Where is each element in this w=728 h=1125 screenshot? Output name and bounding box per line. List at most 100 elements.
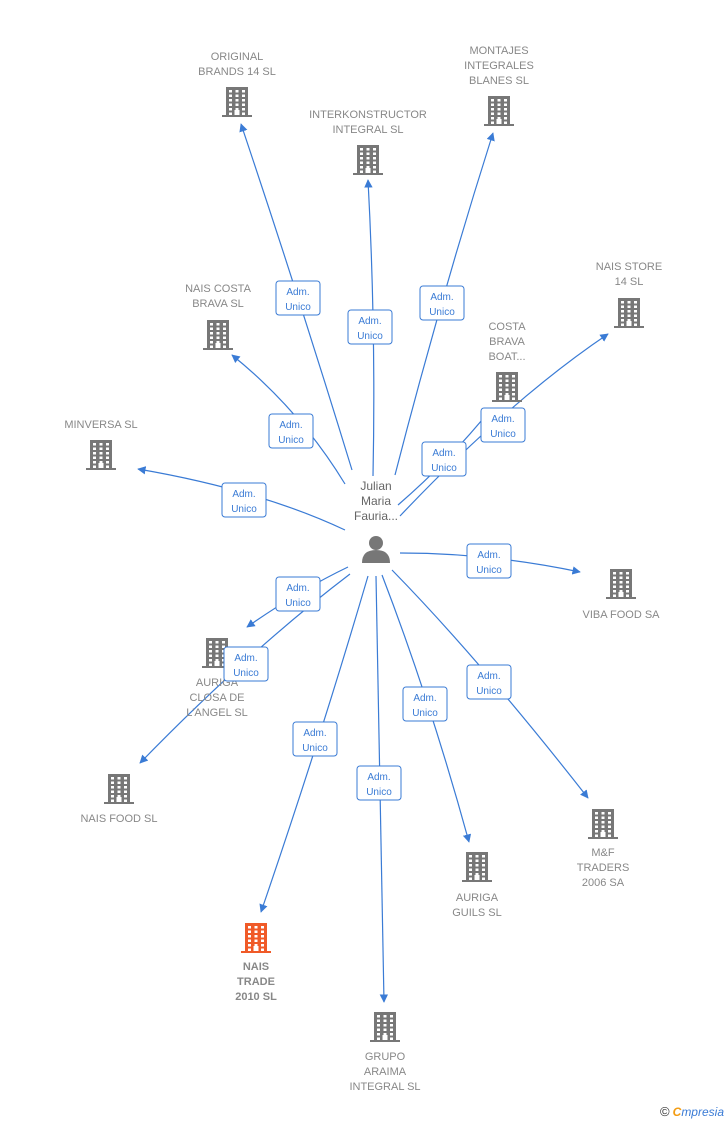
company-label-line: AURIGA <box>456 892 499 904</box>
company-label-line: M&F <box>591 847 615 859</box>
company-label-line: TRADE <box>237 976 275 988</box>
company-label-line: ARAIMA <box>364 1066 407 1078</box>
person-name-line: Julian <box>360 479 391 493</box>
copyright-symbol: © <box>660 1104 670 1119</box>
building-icon[interactable] <box>241 923 271 953</box>
role-label-costa-brava-boat[interactable]: Adm. Unico <box>421 441 467 477</box>
company-label-line: 2010 SL <box>235 991 277 1003</box>
role-text-line2: Unico <box>476 565 502 576</box>
building-icon[interactable] <box>484 96 514 126</box>
company-label-line: 14 SL <box>615 276 644 288</box>
role-text-line1: Adm. <box>358 316 381 327</box>
role-label-mf-traders-2006-sa[interactable]: Adm.Unico <box>466 664 512 700</box>
company-label: NAIS FOOD SL <box>80 813 157 825</box>
role-text-line1: Adm. <box>279 420 302 431</box>
company-node-auriga-guils-sl[interactable]: AURIGA GUILS SL <box>452 852 502 919</box>
company-label-line: BOAT... <box>488 351 525 363</box>
company-label-line: INTERKONSTRUCTOR <box>309 109 427 121</box>
company-label-line: ORIGINAL <box>211 51 264 63</box>
company-node-costa-brava-boat[interactable]: COSTA BRAVA BOAT... <box>488 321 526 402</box>
building-icon[interactable] <box>222 87 252 117</box>
role-text-line2: Unico <box>302 743 328 754</box>
company-label-line: NAIS FOOD SL <box>80 813 157 825</box>
role-label-grupo-araima-integral-sl[interactable]: Adm.Unico <box>356 765 402 801</box>
company-node-nais-trade-2010-sl[interactable]: NAIS TRADE 2010 SL <box>235 923 277 1003</box>
role-label-montajes-integrales-blanes-sl[interactable]: Adm. Unico <box>419 285 465 321</box>
role-label-nais-store-14-sl[interactable]: Adm.Unico <box>480 407 526 443</box>
role-text-line2: Unico <box>412 708 438 719</box>
role-label-nais-food-sl[interactable]: Adm.Unico <box>223 646 269 682</box>
company-label: AURIGA GUILS SL <box>452 892 502 919</box>
role-label-nais-trade-2010-sl[interactable]: Adm. Unico <box>292 721 338 757</box>
role-label-minversa-sl[interactable]: Adm.Unico <box>221 482 267 518</box>
company-label-line: NAIS COSTA <box>185 283 251 295</box>
building-icon[interactable] <box>353 145 383 175</box>
building-icon[interactable] <box>606 569 636 599</box>
building-icon[interactable] <box>462 852 492 882</box>
role-text-line1: Adm. <box>491 414 514 425</box>
person-name-line: Fauria... <box>354 509 398 523</box>
role-text-line2: Unico <box>231 504 257 515</box>
role-text-line1: Adm. <box>477 550 500 561</box>
role-text-line2: Unico <box>429 307 455 318</box>
role-text-line2: Unico <box>357 331 383 342</box>
company-label-line: GUILS SL <box>452 907 502 919</box>
building-icon[interactable] <box>86 440 116 470</box>
company-label-line: TRADERS <box>577 862 630 874</box>
person-icon[interactable] <box>362 536 390 563</box>
role-label-auriga-guils-sl[interactable]: Adm. Unico <box>402 686 448 722</box>
brand-logo-initial: C <box>672 1104 682 1119</box>
company-label-line: NAIS STORE <box>596 261 662 273</box>
company-node-original-brands-14-sl[interactable]: ORIGINAL BRANDS 14 SL <box>198 51 276 117</box>
building-icon[interactable] <box>370 1012 400 1042</box>
building-icon[interactable] <box>202 638 232 668</box>
building-icon[interactable] <box>588 809 618 839</box>
role-text-line2: Unico <box>431 463 457 474</box>
brand-name: mpresia <box>681 1104 724 1119</box>
company-label-line: CLOSA DE <box>189 692 244 704</box>
role-label-auriga-closa-de-langel-sl[interactable]: Adm.Unico <box>275 576 321 612</box>
role-text-line2: Unico <box>285 598 311 609</box>
role-label-viba-food-sa[interactable]: Adm. Unico <box>466 543 512 579</box>
role-label-nais-costa-brava-sl[interactable]: Adm.Unico <box>268 413 314 449</box>
building-icon[interactable] <box>614 298 644 328</box>
role-text-line1: Adm. <box>430 292 453 303</box>
company-node-viba-food-sa[interactable]: VIBA FOOD SA <box>582 569 660 621</box>
role-label-interkonstructor-integral-sl[interactable]: Adm. Unico <box>347 309 393 345</box>
company-label-line: VIBA FOOD SA <box>582 609 660 621</box>
building-icon[interactable] <box>104 774 134 804</box>
company-label-line: COSTA <box>488 321 526 333</box>
company-node-nais-store-14-sl[interactable]: NAIS STORE 14 SL <box>596 261 662 328</box>
role-text-line1: Adm. <box>432 448 455 459</box>
company-label-line: MINVERSA SL <box>64 419 137 431</box>
footer-brand[interactable]: © Cmpresia <box>660 1104 724 1119</box>
company-label-line: BRANDS 14 SL <box>198 66 276 78</box>
company-label-line: BRAVA <box>489 336 525 348</box>
role-text-line1: Adm. <box>413 693 436 704</box>
company-label: VIBA FOOD SA <box>582 609 660 621</box>
company-label-line: NAIS <box>243 961 269 973</box>
role-text-line1: Adm. <box>303 728 326 739</box>
building-icon[interactable] <box>492 372 522 402</box>
role-text-line2: Unico <box>366 787 392 798</box>
company-node-nais-food-sl[interactable]: NAIS FOOD SL <box>80 774 158 825</box>
role-label-original-brands-14-sl[interactable]: Adm.Unico <box>275 280 321 316</box>
company-node-minversa-sl[interactable]: MINVERSA SL <box>64 419 138 470</box>
role-text-line2: Unico <box>285 302 311 313</box>
company-label-line: L'ANGEL SL <box>186 707 248 719</box>
role-text-line2: Unico <box>233 668 259 679</box>
building-icon[interactable] <box>203 320 233 350</box>
